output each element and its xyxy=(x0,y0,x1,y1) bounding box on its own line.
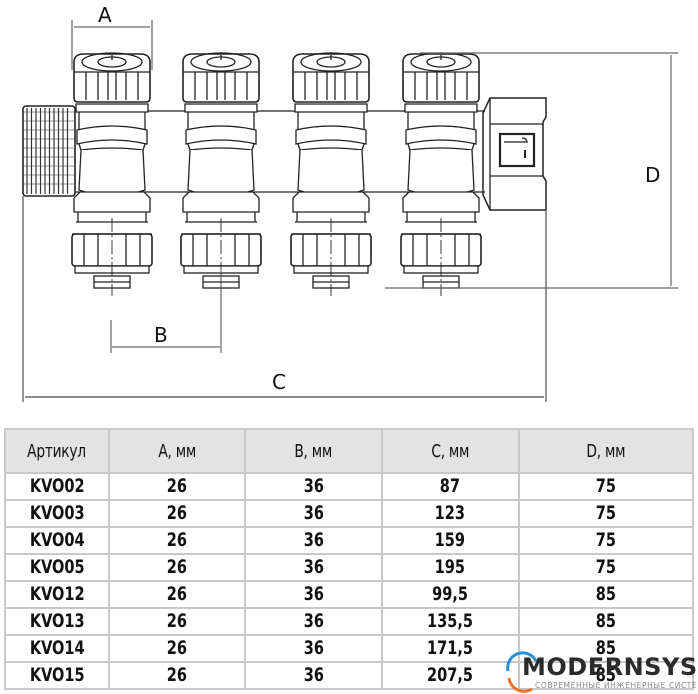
valve xyxy=(180,52,262,296)
brand-tagline: СОВРЕМЕННЫЕ ИНЖЕНЕРНЫЕ СИСТЕМЫ xyxy=(535,681,698,690)
cell-article: KVO12 xyxy=(4,580,110,609)
cell-b: 36 xyxy=(244,661,383,690)
cell-b: 36 xyxy=(244,580,383,609)
cell-b: 36 xyxy=(244,553,383,582)
dimension-a xyxy=(71,20,153,70)
cell-b: 36 xyxy=(244,634,383,663)
cell-article: KVO02 xyxy=(4,472,110,501)
cell-c: 171,5 xyxy=(380,634,520,663)
end-fitting xyxy=(482,97,547,211)
cell-d: 75 xyxy=(517,553,695,582)
cell-c: 123 xyxy=(380,499,520,528)
dimension-c xyxy=(22,196,547,402)
cell-c: 207,5 xyxy=(380,661,520,690)
cell-b: 36 xyxy=(244,472,383,501)
cell-a: 26 xyxy=(107,499,247,528)
cell-a: 26 xyxy=(107,526,247,555)
cell-a: 26 xyxy=(107,661,247,690)
cell-article: KVO15 xyxy=(4,661,110,690)
cell-d: 85 xyxy=(517,607,695,636)
cell-c: 195 xyxy=(380,553,520,582)
header-a: A, мм xyxy=(107,428,247,474)
cell-d: 75 xyxy=(517,499,695,528)
cell-a: 26 xyxy=(107,553,247,582)
cell-article: KVO14 xyxy=(4,634,110,663)
cell-article: KVO04 xyxy=(4,526,110,555)
table-header-row: Артикул A, мм B, мм C, мм D, мм xyxy=(4,428,695,474)
cell-b: 36 xyxy=(244,526,383,555)
cell-d: 85 xyxy=(517,580,695,609)
threaded-inlet xyxy=(22,105,76,197)
cell-c: 87 xyxy=(380,472,520,501)
cell-c: 99,5 xyxy=(380,580,520,609)
valve xyxy=(290,52,372,296)
header-d: D, мм xyxy=(517,428,695,474)
cell-a: 26 xyxy=(107,607,247,636)
cell-b: 36 xyxy=(244,499,383,528)
cell-article: KVO03 xyxy=(4,499,110,528)
cell-b: 36 xyxy=(244,607,383,636)
manifold-drawing: A B C D xyxy=(22,3,678,402)
cell-c: 135,5 xyxy=(380,607,520,636)
cell-d: 75 xyxy=(517,526,695,555)
valve xyxy=(400,52,482,296)
cell-a: 26 xyxy=(107,634,247,663)
header-article: Артикул xyxy=(4,428,110,474)
brand-name: MODERNSYS xyxy=(522,653,698,681)
logo-ring-icon xyxy=(506,651,538,693)
cell-article: KVO13 xyxy=(4,607,110,636)
header-b: B, мм xyxy=(244,428,383,474)
header-c: C, мм xyxy=(380,428,520,474)
cell-a: 26 xyxy=(107,580,247,609)
cell-article: KVO05 xyxy=(4,553,110,582)
dimension-d-label: D xyxy=(645,163,660,187)
cell-d: 85 xyxy=(517,661,695,690)
cell-a: 26 xyxy=(107,472,247,501)
valve xyxy=(71,52,153,296)
dimension-b xyxy=(110,270,222,353)
dimension-c-label: C xyxy=(272,370,286,394)
brand-watermark: MODERNSYS СОВРЕМЕННЫЕ ИНЖЕНЕРНЫЕ СИСТЕМЫ xyxy=(502,651,698,694)
dimension-a-label: A xyxy=(98,3,112,27)
cell-d: 85 xyxy=(517,634,695,663)
cell-c: 159 xyxy=(380,526,520,555)
cell-d: 75 xyxy=(517,472,695,501)
dimension-d xyxy=(385,52,678,289)
dimension-b-label: B xyxy=(154,323,168,347)
